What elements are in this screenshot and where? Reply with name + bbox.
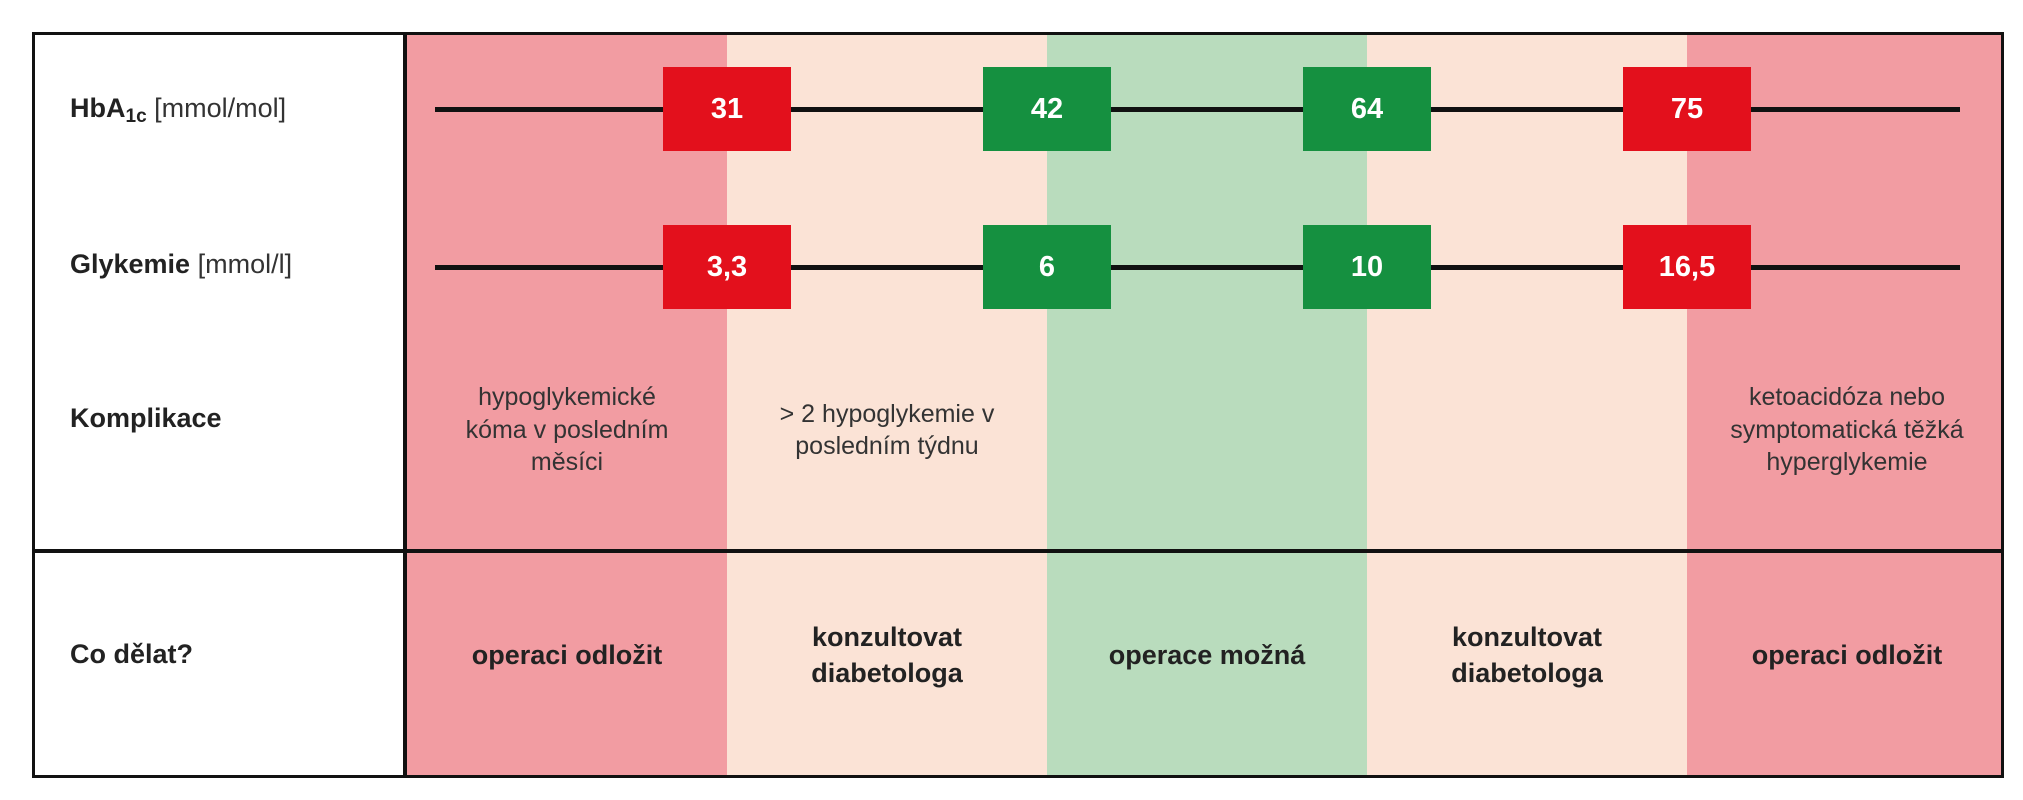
complication-zone-1: hypoglykemické kóma v posledním měsíci [465, 383, 669, 477]
glykemie-marker-16-5: 16,5 [1623, 225, 1751, 309]
action-zone-4: konzultovat diabetologa [1451, 621, 1603, 688]
zone-band-high-caution [1367, 35, 1687, 775]
action-zone-3: operace možná [1108, 639, 1306, 670]
complication-zone-2: > 2 hypoglykemie v posledním týdnu [779, 399, 995, 461]
hba1c-marker-64: 64 [1303, 67, 1431, 151]
zone-band-optimal [1047, 35, 1367, 775]
row-label-co-delat: Co dělat? [70, 639, 194, 669]
glykemie-track-line [435, 265, 1960, 270]
complication-zone-4 [1407, 355, 1647, 505]
glykemie-marker-6: 6 [983, 225, 1111, 309]
hba1c-marker-75: 75 [1623, 67, 1751, 151]
glykemie-marker-3-3: 3,3 [663, 225, 791, 309]
hba1c-marker-42: 42 [983, 67, 1111, 151]
row-label-hba1c: HbA1c [mmol/mol] [70, 93, 287, 127]
complication-zone-3 [1087, 355, 1327, 505]
row-label-glykemie: Glykemie [mmol/l] [70, 249, 293, 279]
column-divider [403, 35, 407, 775]
action-zone-5: operaci odložit [1751, 639, 1943, 670]
glykemie-marker-10: 10 [1303, 225, 1431, 309]
row-label-komplikace: Komplikace [70, 403, 222, 433]
action-zone-1: operaci odložit [471, 639, 663, 670]
zone-band-hypoglycemia [407, 35, 727, 775]
action-zone-2: konzultovat diabetologa [811, 621, 963, 688]
hba1c-track-line [435, 107, 1960, 112]
surgery-decision-diagram: HbA1c [mmol/mol] Glykemie [mmol/l] Kompl… [32, 32, 2004, 778]
row-divider [35, 549, 2001, 553]
hba1c-marker-31: 31 [663, 67, 791, 151]
zone-band-hyperglycemia [1687, 35, 2001, 775]
zone-band-low-caution [727, 35, 1047, 775]
complication-zone-5: ketoacidóza nebo symptomatická těžká hyp… [1730, 383, 1964, 477]
